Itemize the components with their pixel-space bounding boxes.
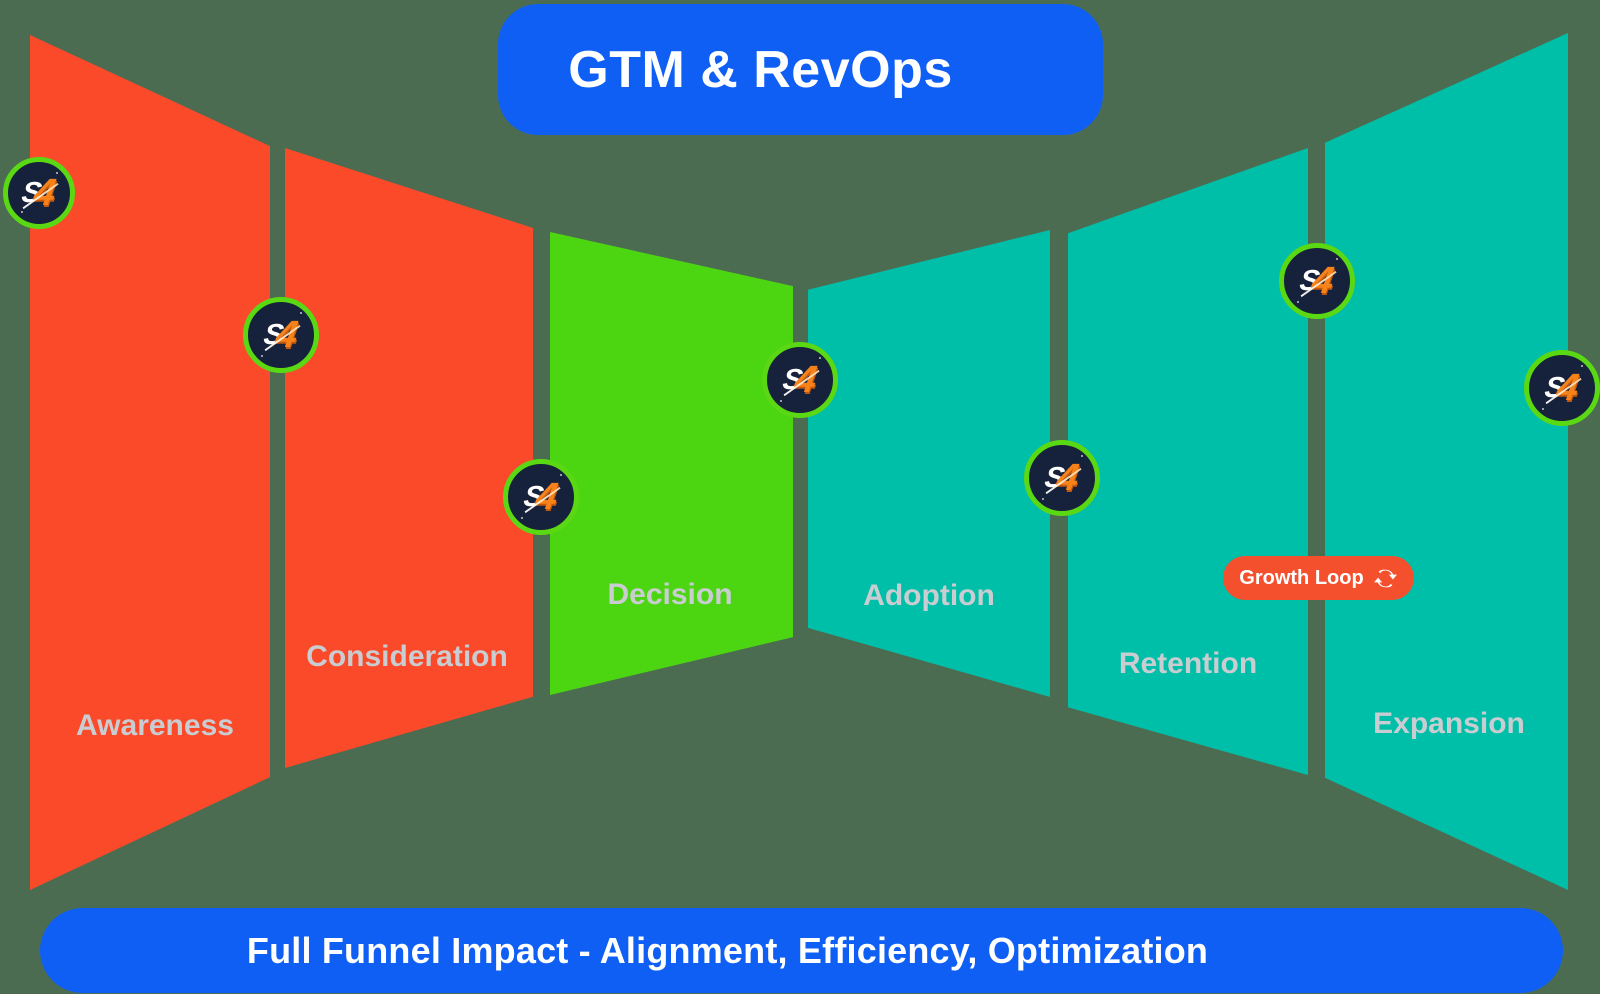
stage-label-awareness: Awareness <box>76 709 234 742</box>
header-banner: GTM & RevOps <box>498 4 1103 135</box>
stage-adoption <box>808 230 1050 697</box>
header-title: GTM & RevOps <box>568 40 953 99</box>
star-speck <box>1581 365 1583 367</box>
star-speck <box>560 474 562 476</box>
star-speck <box>521 517 523 519</box>
stage-consideration <box>285 148 533 768</box>
s4-logo: S 4 <box>262 314 302 356</box>
s4-logo-badge: S 4 <box>762 342 838 418</box>
s4-logo: S 4 <box>1543 367 1583 409</box>
star-speck <box>1042 498 1044 500</box>
s4-logo: S 4 <box>522 476 562 518</box>
s4-logo: S 4 <box>1043 457 1083 499</box>
stage-expansion <box>1325 33 1568 890</box>
stage-decision <box>550 232 793 695</box>
s4-logo-badge: S 4 <box>1279 243 1355 319</box>
s4-logo: S 4 <box>781 359 821 401</box>
stage-label-consideration: Consideration <box>306 640 508 673</box>
star-speck <box>1542 408 1544 410</box>
footer-title: Full Funnel Impact - Alignment, Efficien… <box>246 929 1209 971</box>
star-speck <box>1297 301 1299 303</box>
star-speck <box>819 357 821 359</box>
star-speck <box>1336 258 1338 260</box>
s4-logo-badge: S 4 <box>1024 440 1100 516</box>
stage-label-decision: Decision <box>607 578 733 611</box>
footer-banner: Full Funnel Impact - Alignment, Efficien… <box>40 908 1563 993</box>
star-speck <box>21 211 23 213</box>
star-speck <box>1081 455 1083 457</box>
star-speck <box>56 172 58 174</box>
star-speck <box>300 312 302 314</box>
stage-awareness <box>30 35 270 890</box>
s4-logo: S 4 <box>1298 260 1338 302</box>
growth-loop-label: Growth Loop <box>1239 566 1364 589</box>
s4-logo: S 4 <box>20 172 60 214</box>
refresh-icon <box>1373 569 1397 587</box>
s4-logo-badge: S 4 <box>503 459 579 535</box>
s4-logo-badge: S 4 <box>243 297 319 373</box>
stage-label-adoption: Adoption <box>863 579 995 612</box>
star-speck <box>261 355 263 357</box>
s4-logo-badge: S 4 <box>1524 350 1600 426</box>
stage-label-expansion: Expansion <box>1373 707 1525 740</box>
s4-logo-badge: S 4 <box>3 157 75 229</box>
star-speck <box>780 400 782 402</box>
stage-label-retention: Retention <box>1118 647 1258 680</box>
growth-loop-badge: Growth Loop <box>1223 556 1414 600</box>
stage-retention <box>1068 148 1308 775</box>
